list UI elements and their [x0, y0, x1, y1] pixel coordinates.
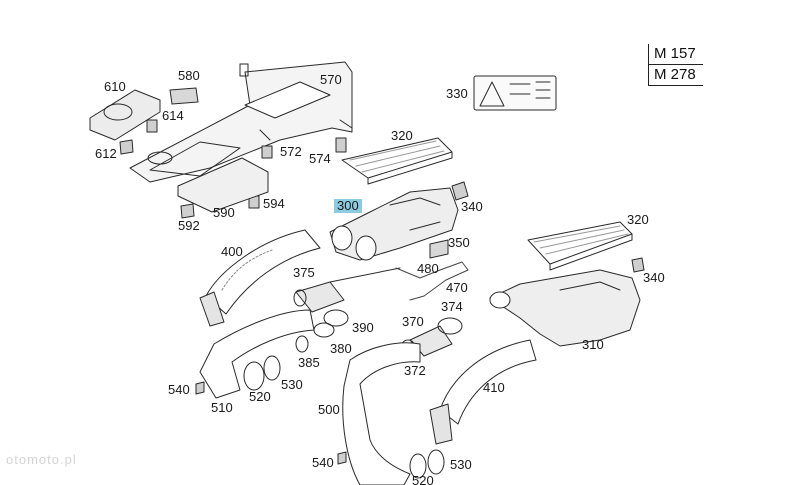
label-410: 410: [483, 380, 505, 395]
label-540-left: 540: [168, 382, 190, 397]
label-540-right: 540: [312, 455, 334, 470]
label-320-right: 320: [627, 212, 649, 227]
maf-sensor-left: [293, 267, 401, 353]
label-580: 580: [178, 68, 200, 83]
label-500: 500: [318, 402, 340, 417]
label-310: 310: [582, 337, 604, 352]
label-340-upper: 340: [461, 199, 483, 214]
engine-cover: [129, 61, 353, 183]
air-filter-left: [341, 137, 453, 185]
intake-hose-410: [429, 339, 537, 445]
label-340-right: 340: [643, 270, 665, 285]
sensor-parts: [429, 181, 645, 273]
label-570: 570: [320, 72, 342, 87]
label-380: 380: [330, 341, 352, 356]
label-375: 375: [293, 265, 315, 280]
label-480: 480: [417, 261, 439, 276]
wire-harness: [395, 261, 469, 301]
label-320-upper: 320: [391, 128, 413, 143]
label-510: 510: [211, 400, 233, 415]
intake-pipe-510: [195, 309, 315, 399]
label-530-left: 530: [281, 377, 303, 392]
model-designation-box: M 157 M 278: [648, 44, 703, 86]
warning-sticker: [473, 75, 557, 111]
label-385: 385: [298, 355, 320, 370]
air-filter-housing-right: [489, 269, 641, 347]
label-592: 592: [178, 218, 200, 233]
model-m157: M 157: [654, 45, 696, 62]
label-594: 594: [263, 196, 285, 211]
cap-part: [89, 89, 161, 141]
label-520-left: 520: [249, 389, 271, 404]
label-610: 610: [104, 79, 126, 94]
air-filter-housing-left: [329, 187, 459, 261]
label-590: 590: [213, 205, 235, 220]
air-filter-right: [527, 221, 633, 271]
label-520-right: 520: [412, 474, 434, 485]
label-612: 612: [95, 146, 117, 161]
intake-hose-400: [199, 229, 321, 327]
label-470: 470: [446, 280, 468, 295]
label-350: 350: [448, 235, 470, 250]
label-370: 370: [402, 314, 424, 329]
intake-pipe-500: [337, 342, 445, 485]
model-m278: M 278: [649, 64, 703, 86]
label-372: 372: [404, 363, 426, 378]
label-530-right: 530: [450, 457, 472, 472]
watermark: otomoto.pl: [6, 452, 77, 467]
label-574: 574: [309, 151, 331, 166]
label-614: 614: [162, 108, 184, 123]
label-572: 572: [280, 144, 302, 159]
pad-part: [169, 87, 199, 105]
panel-part: [177, 157, 269, 213]
label-374: 374: [441, 299, 463, 314]
label-300: 300: [334, 199, 362, 213]
label-390: 390: [352, 320, 374, 335]
label-330: 330: [446, 86, 468, 101]
label-400: 400: [221, 244, 243, 259]
